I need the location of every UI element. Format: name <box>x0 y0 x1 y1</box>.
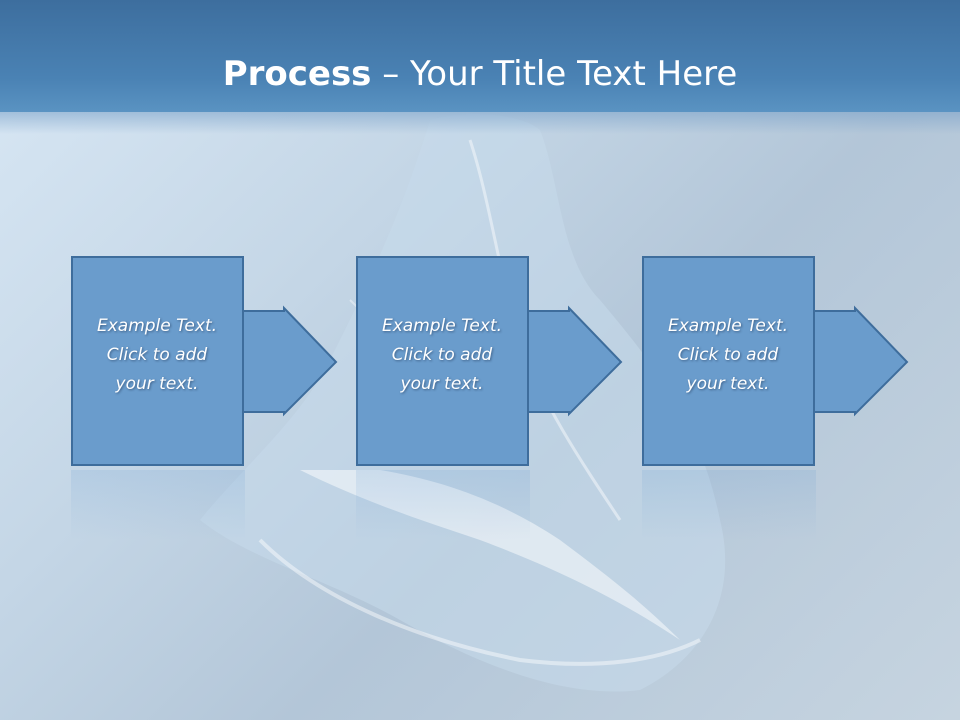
step-reflection <box>71 470 245 540</box>
step-line: Click to add <box>106 345 208 365</box>
step-line: Example Text. <box>667 316 789 336</box>
step-line: Click to add <box>677 345 779 365</box>
process-step-1[interactable]: Example Text. Click to add your text. <box>71 256 341 468</box>
process-step-2[interactable]: Example Text. Click to add your text. <box>356 256 626 468</box>
step-line: your text. <box>115 374 199 394</box>
step-line: your text. <box>686 374 770 394</box>
step-line: Click to add <box>391 345 493 365</box>
step-line: Example Text. <box>96 316 218 336</box>
process-step-3[interactable]: Example Text. Click to add your text. <box>642 256 912 468</box>
slide-title[interactable]: Process – Your Title Text Here <box>0 52 960 96</box>
step-line: Example Text. <box>381 316 503 336</box>
step-reflection <box>356 470 530 540</box>
step-text: Example Text. Click to add your text. <box>71 312 243 399</box>
step-line: your text. <box>400 374 484 394</box>
title-bar-shadow <box>0 112 960 134</box>
step-reflection <box>642 470 816 540</box>
step-text: Example Text. Click to add your text. <box>356 312 528 399</box>
title-bar <box>0 0 960 112</box>
title-rest: – Your Title Text Here <box>371 54 738 94</box>
title-bold: Process <box>222 54 372 94</box>
step-text: Example Text. Click to add your text. <box>642 312 814 399</box>
